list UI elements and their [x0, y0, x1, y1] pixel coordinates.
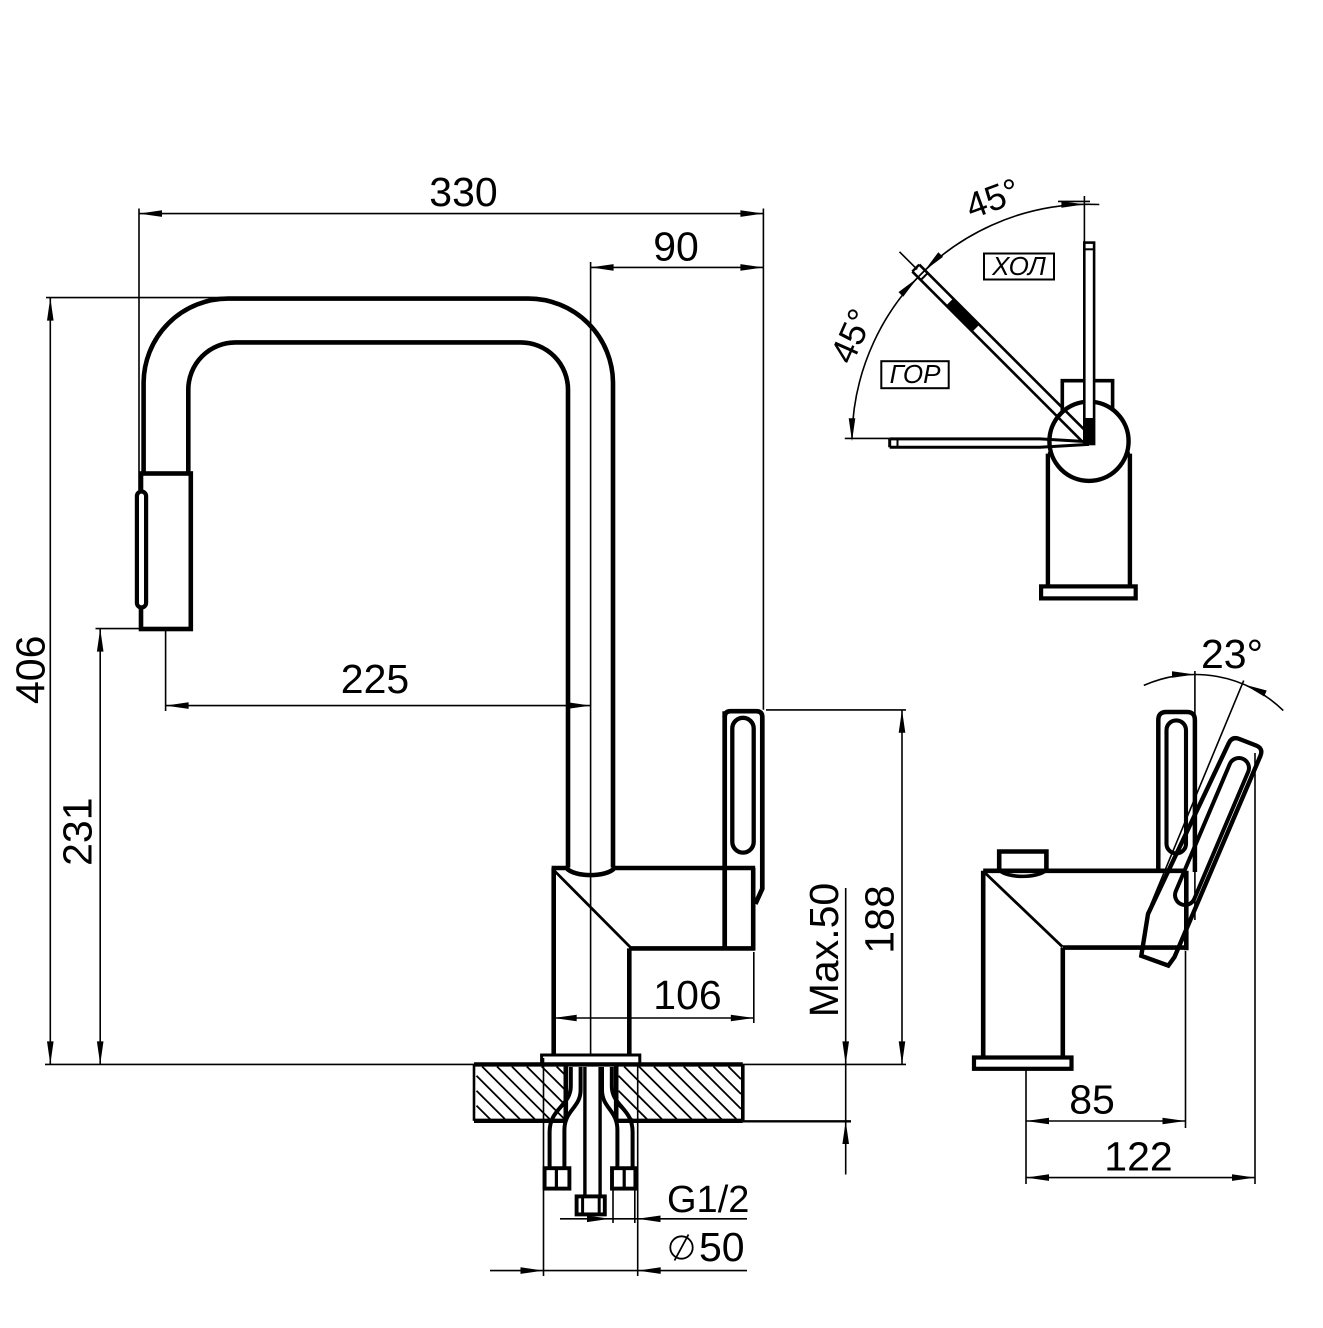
svg-text:225: 225	[341, 656, 409, 702]
svg-text:188: 188	[857, 885, 903, 953]
svg-text:ГОР: ГОР	[890, 359, 942, 389]
svg-text:50: 50	[699, 1224, 745, 1270]
svg-text:406: 406	[7, 636, 53, 704]
svg-text:85: 85	[1069, 1077, 1115, 1123]
svg-text:122: 122	[1104, 1134, 1172, 1180]
svg-text:Max.50: Max.50	[801, 883, 847, 1017]
svg-text:ХОЛ: ХОЛ	[991, 251, 1046, 281]
svg-text:G1/2: G1/2	[667, 1179, 749, 1221]
svg-text:90: 90	[653, 224, 699, 270]
svg-text:106: 106	[653, 972, 721, 1018]
svg-text:231: 231	[55, 797, 101, 865]
svg-text:330: 330	[429, 169, 497, 215]
svg-text:23°: 23°	[1201, 631, 1263, 677]
